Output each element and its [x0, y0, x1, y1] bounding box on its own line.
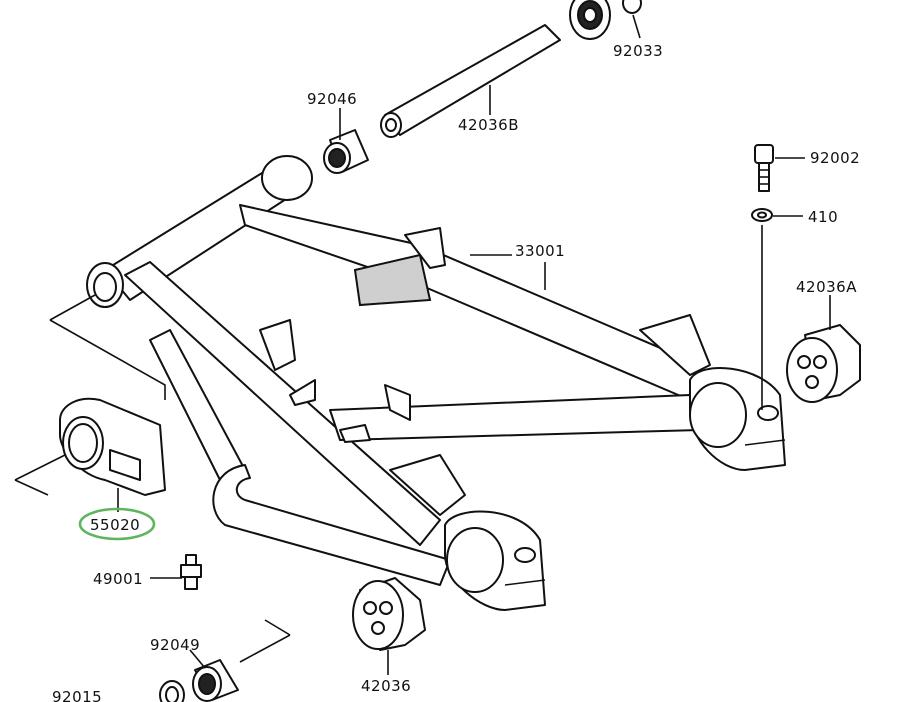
label-55020: 55020	[90, 516, 140, 534]
highlight-circle-55020	[78, 507, 156, 541]
label-92002: 92002	[810, 149, 860, 167]
label-410: 410	[808, 208, 838, 226]
label-92049: 92049	[150, 636, 200, 654]
label-42036b: 42036B	[458, 116, 519, 134]
pivot-sleeve-42036b	[380, 24, 561, 138]
leader-lines	[14, 14, 831, 675]
label-42036a: 42036A	[796, 278, 857, 296]
bolt-92002	[754, 144, 774, 192]
label-92033: 92033	[613, 42, 663, 60]
label-49001: 49001	[93, 570, 143, 588]
part-labels: 92033 92046 42036B 92002 410 33001 42036…	[52, 42, 860, 702]
oil-seal-92015	[159, 680, 185, 702]
chain-guide-55020	[59, 397, 166, 496]
bushing-42036	[352, 577, 426, 651]
washer-410	[751, 208, 773, 222]
label-33001: 33001	[515, 242, 565, 260]
grease-fitting-49001	[180, 554, 202, 590]
needle-bearing-92049	[192, 659, 239, 702]
label-92015: 92015	[52, 688, 102, 702]
bearing-92033-area	[569, 0, 642, 40]
label-92046: 92046	[307, 90, 357, 108]
label-42036: 42036	[361, 677, 411, 695]
swingarm-frame	[86, 155, 786, 611]
needle-bearing-92046	[323, 129, 369, 174]
bushing-42036a	[786, 324, 861, 403]
